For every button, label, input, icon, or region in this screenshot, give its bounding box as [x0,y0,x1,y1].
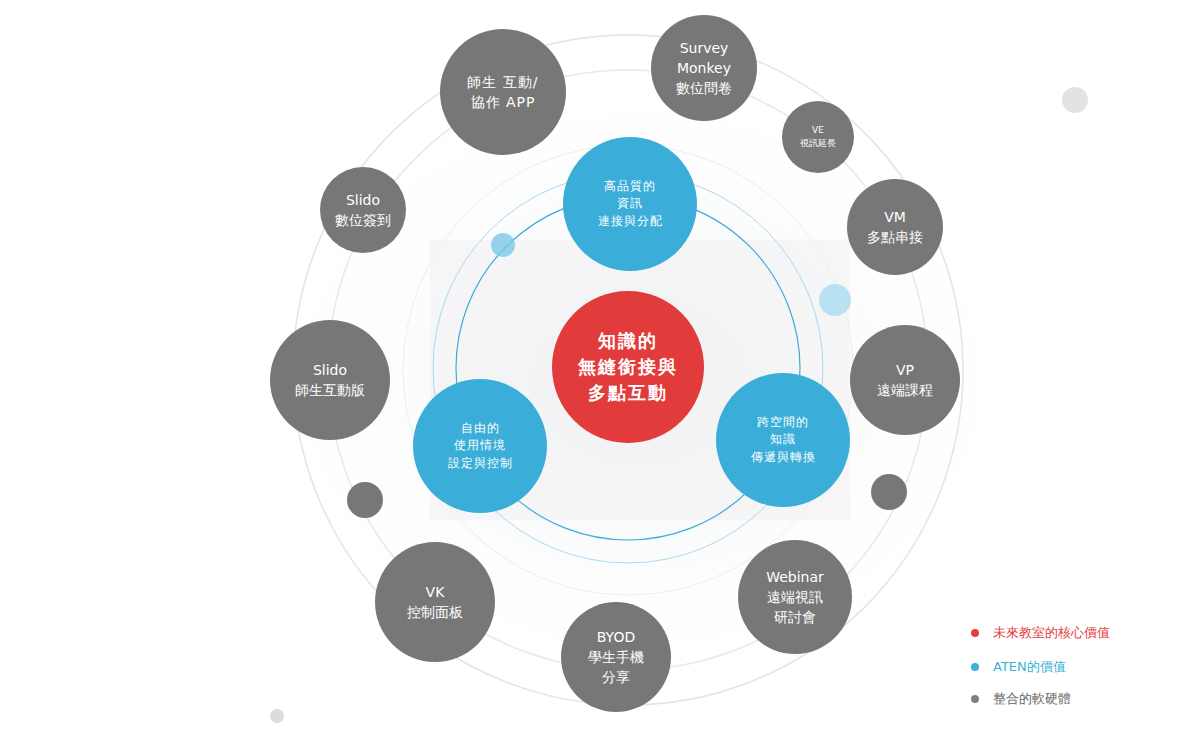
software-circle: Survey Monkey 數位問卷 [651,15,758,122]
hardware-circle: VP 遠端課程 [850,325,960,435]
hardware-circle: VM 多點串接 [847,179,943,275]
hardware-circle: VK 控制面板 [375,542,495,662]
circle-label: 高品質的 資訊 連接與分配 [596,178,664,230]
circle-label: Webinar 遠端視訊 研討會 [757,567,833,628]
value-circle: 高品質的 資訊 連接與分配 [563,137,697,271]
legend-text: ATEN的價值 [993,658,1066,676]
software-circle: 師生 互動/協作 APP [440,29,566,155]
legend-text: 整合的軟硬體 [993,690,1071,708]
circle-label: 師生 互動/協作 APP [463,72,543,113]
software-circle: Slido 師生互動版 [270,320,390,440]
circle-label: BYOD 學生手機 分享 [578,627,654,688]
legend-row: ATEN的價值 [971,658,1066,676]
legend-row: 未來教室的核心價值 [971,624,1110,642]
circle-label: 知識的 無縫銜接與 多點互動 [572,328,684,406]
legend-text: 未來教室的核心價值 [993,624,1110,642]
software-circle: Webinar 遠端視訊 研討會 [738,540,852,654]
circle-label: Survey Monkey 數位問卷 [664,38,744,99]
legend-row: 整合的軟硬體 [971,690,1071,708]
circle-label: VP 遠端課程 [870,360,940,401]
circle-label: Slido 師生互動版 [287,360,373,401]
hardware-circle: VE 視訊延長 [782,101,854,173]
circle-label: Slido 數位簽到 [328,190,398,231]
circle-label: VK 控制面板 [400,582,470,623]
legend-swatch [971,663,979,671]
circle-label: VM 多點串接 [860,207,930,248]
circle-label: 自由的 使用情境 設定與控制 [445,420,515,472]
software-circle: Slido 數位簽到 [320,167,407,254]
circle-label: VE 視訊延長 [798,124,838,150]
value-circle: 跨空間的 知識 傳遞與轉換 [716,373,850,507]
value-circle: 自由的 使用情境 設定與控制 [413,379,547,513]
core-value-circle: 知識的 無縫銜接與 多點互動 [552,291,704,443]
circle-label: 跨空間的 知識 傳遞與轉換 [747,414,819,466]
hardware-circle: BYOD 學生手機 分享 [561,602,671,712]
legend-swatch [971,629,979,637]
legend-swatch [971,695,979,703]
